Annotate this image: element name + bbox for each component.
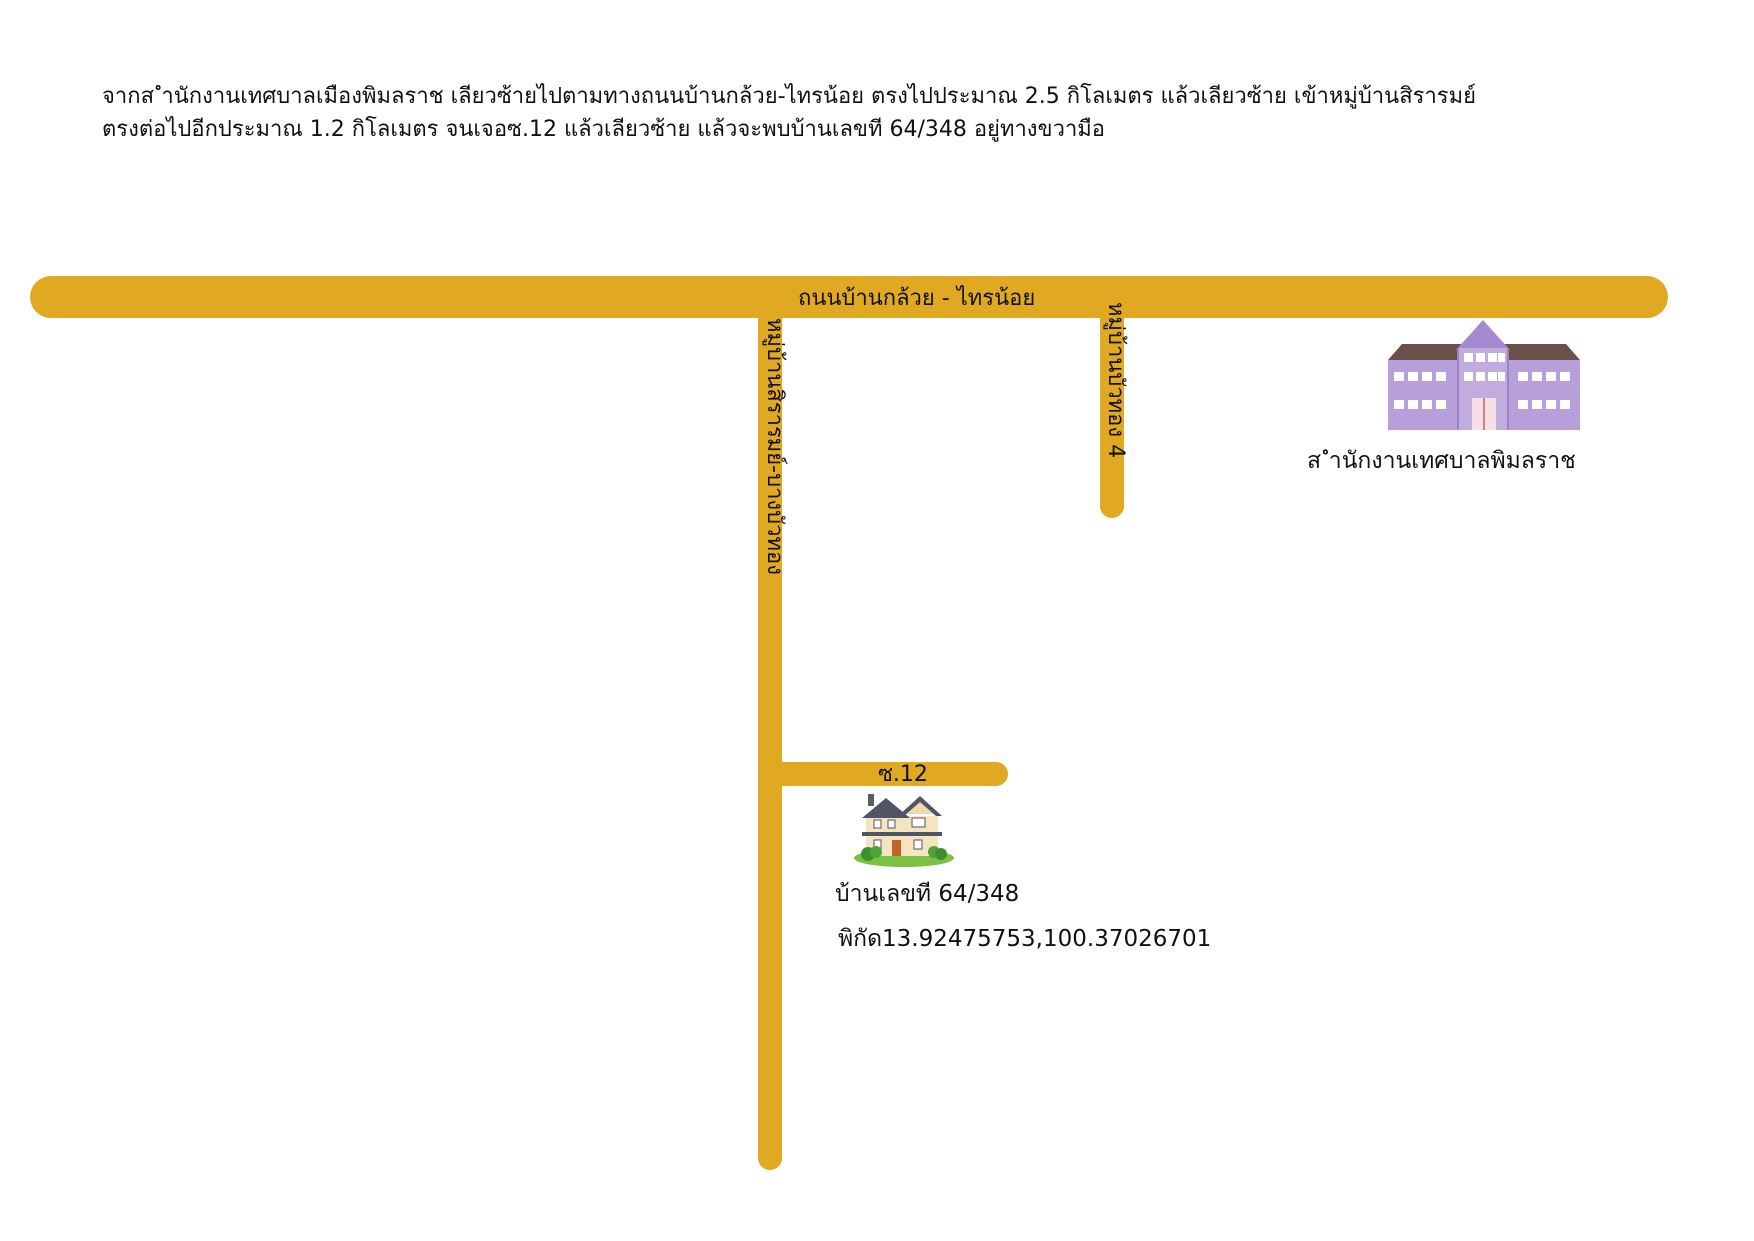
house-coordinates: พิกัด13.92475753,100.37026701 <box>838 926 1212 952</box>
directions-line-1: จากส ำนักงานเทศบาลเมืองพิมลราช เลียวซ้าย… <box>102 84 1477 109</box>
village-road <box>758 300 782 1170</box>
municipal-office-building-icon <box>1388 320 1580 430</box>
house-icon <box>854 794 954 867</box>
main-road <box>30 276 1668 318</box>
moo4-road-label: หมู่บ้านบัวทอง 4 <box>1103 302 1128 459</box>
village-road-label: หมู่บ้านสิรารมย์-บางบัวทอง <box>762 318 787 575</box>
directions-text: จากส ำนักงานเทศบาลเมืองพิมลราช เลียวซ้าย… <box>102 80 1662 146</box>
soi12-road <box>768 762 1008 786</box>
office-label: ส ำนักงานเทศบาลพิมลราช <box>1307 448 1576 474</box>
house-label: บ้านเลขที 64/348 <box>835 881 1020 907</box>
main-road-label: ถนนบ้านกล้วย - ไทรน้อย <box>798 286 1036 311</box>
moo4-road <box>1100 300 1124 518</box>
soi12-road-label: ซ.12 <box>878 762 928 787</box>
directions-line-2: ตรงต่อไปอีกประมาณ 1.2 กิโลเมตร จนเจอซ.12… <box>102 117 1106 142</box>
